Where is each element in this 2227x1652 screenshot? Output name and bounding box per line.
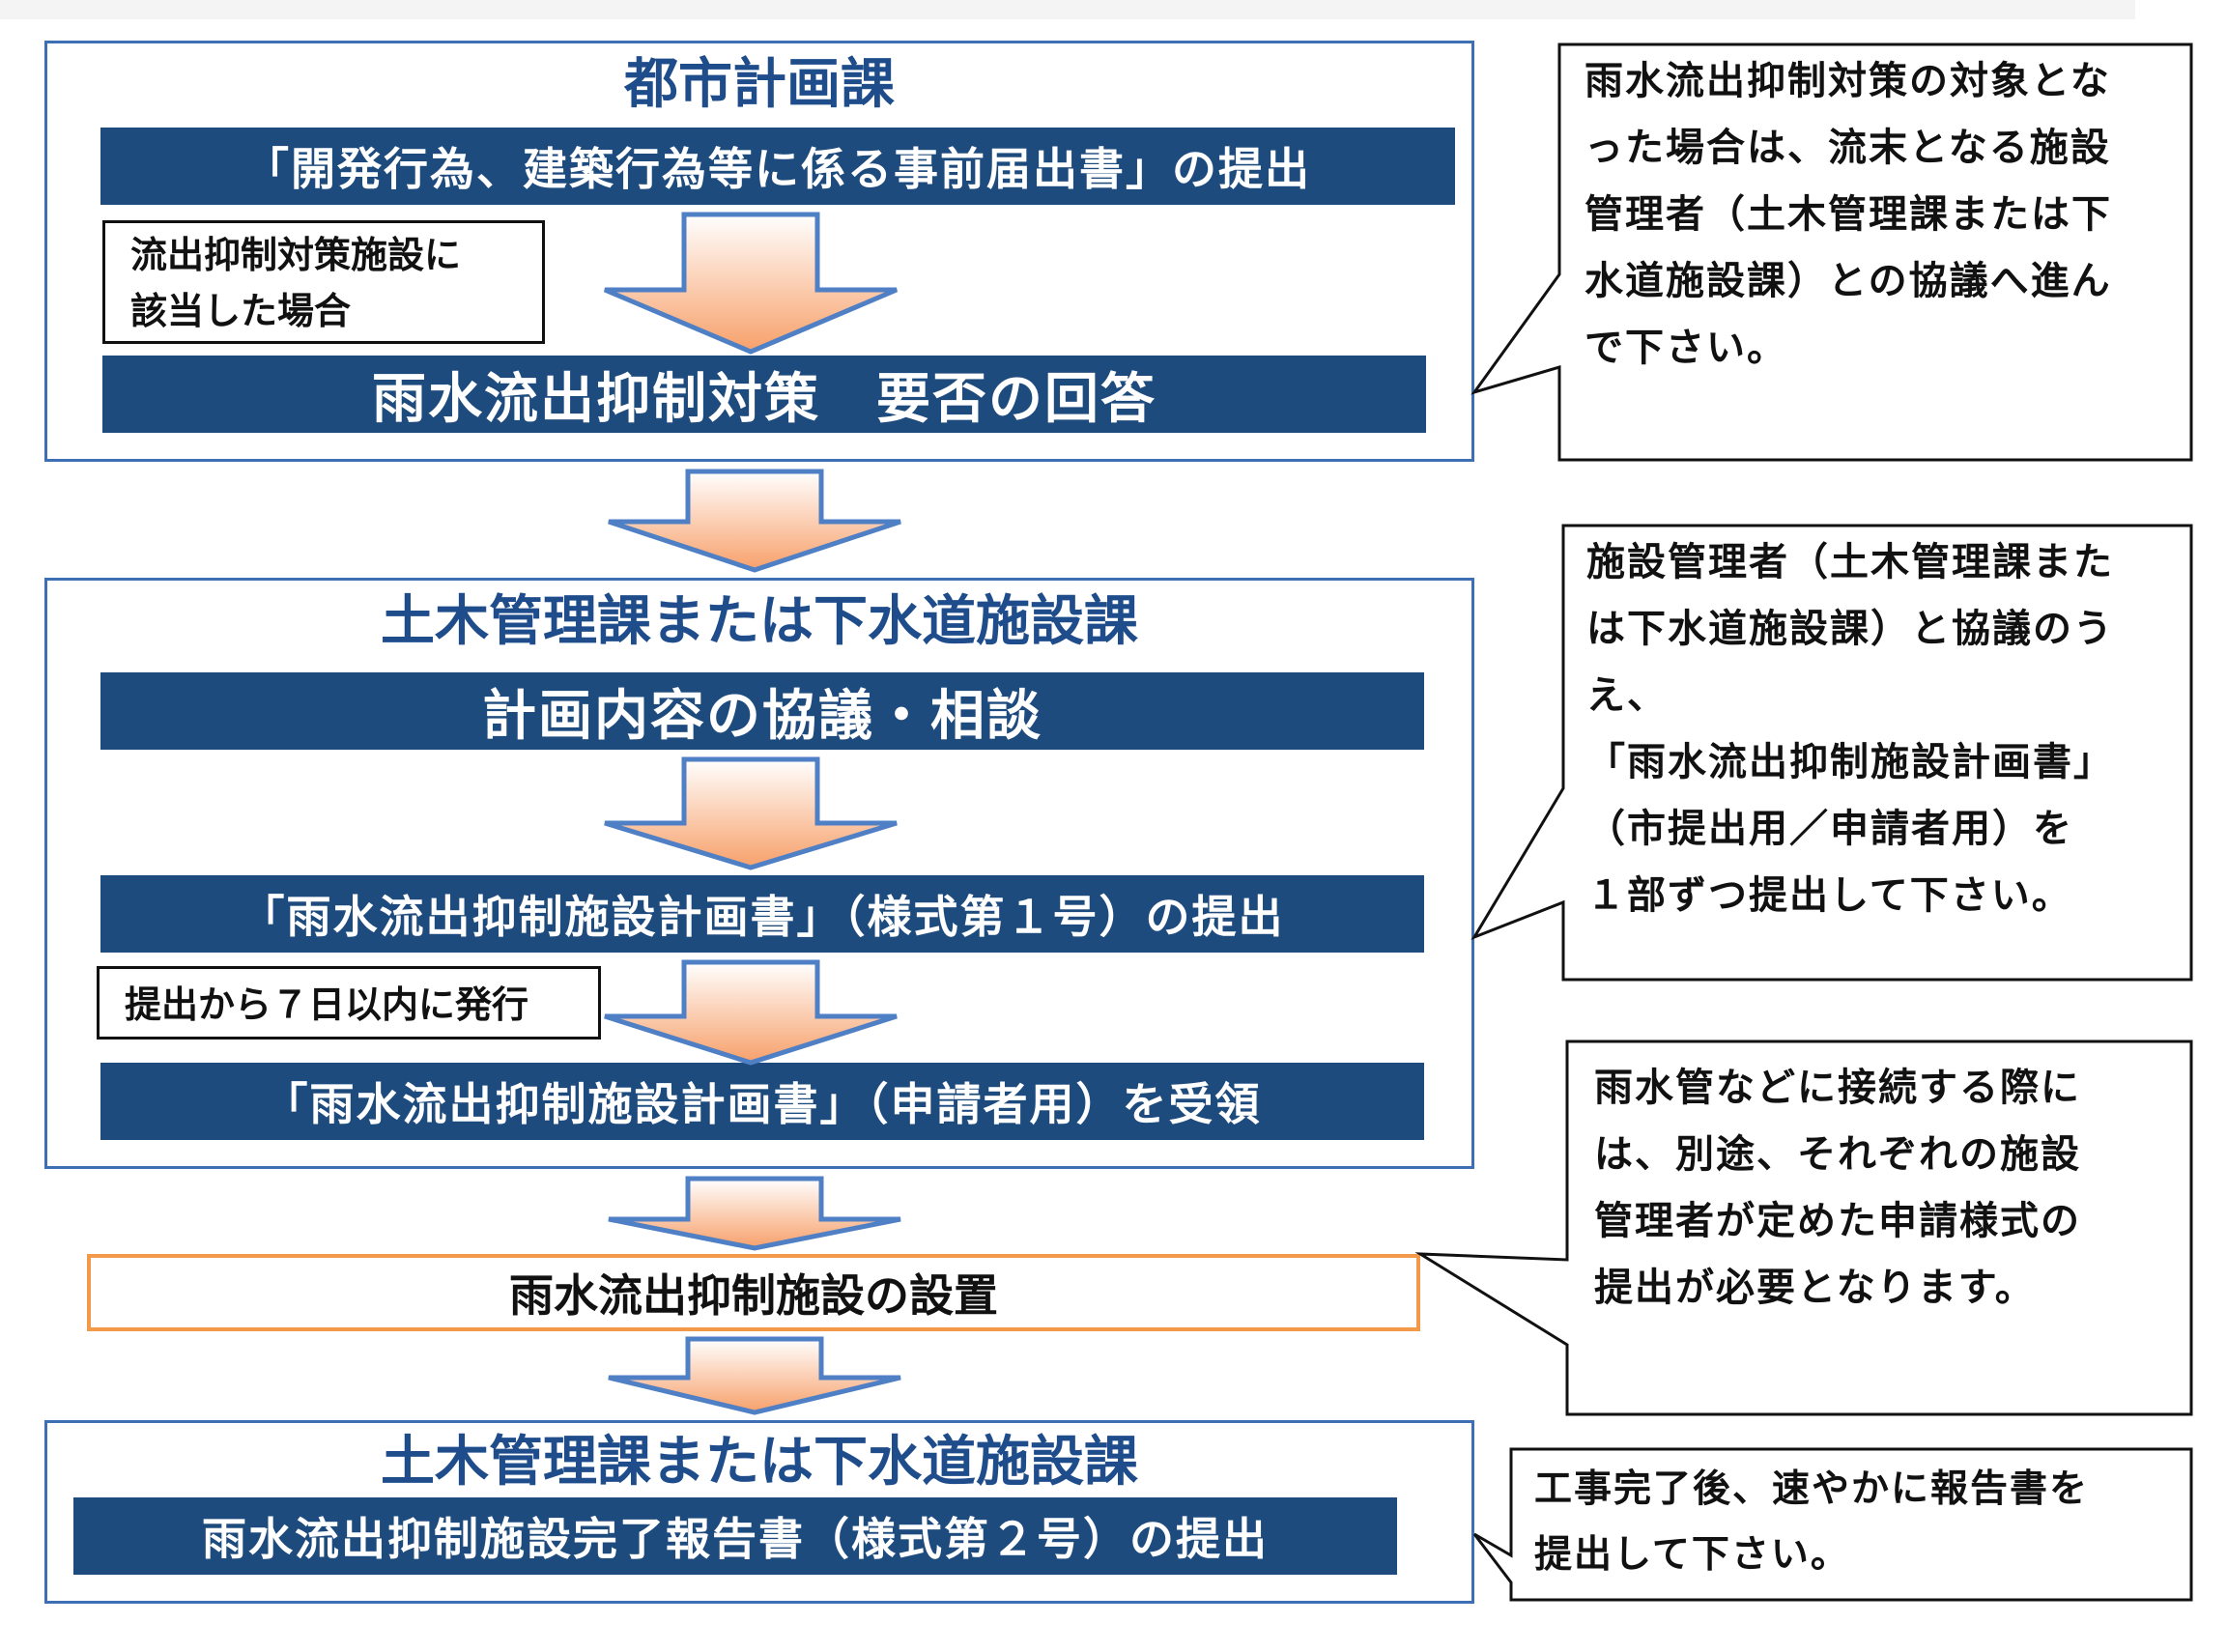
step-consultation: 計画内容の協議・相談	[100, 672, 1424, 750]
down-arrow-icon	[604, 959, 898, 1066]
callout1-line: 水道施設課）との協議へ進ん	[1585, 259, 2112, 303]
section3-title: 土木管理課または下水道施設課	[381, 1431, 1138, 1494]
callout3-line: は、別途、それぞれの施設	[1594, 1132, 2081, 1177]
condition-label-issue-7days: 提出から７日以内に発行	[97, 966, 601, 1040]
callout-balloon-2	[1470, 524, 2193, 982]
top-strip	[0, 0, 2135, 19]
section1-title: 都市計画課	[624, 53, 895, 116]
callout2-line: （市提出用／申請者用）を	[1586, 807, 2073, 851]
callout3-line: 雨水管などに接続する際に	[1594, 1066, 2081, 1110]
callout-text-2: 施設管理者（土木管理課また は下水道施設課）と協議のう え、 「雨水流出抑制施設…	[1586, 529, 2185, 929]
condition-line-2: 該当した場合	[130, 290, 352, 332]
down-arrow-icon	[608, 1176, 901, 1251]
step-completion-report: 雨水流出抑制施設完了報告書（様式第２号）の提出	[73, 1497, 1397, 1575]
callout4-line: 工事完了後、速やかに報告書を	[1534, 1467, 2090, 1511]
callout3-line: 管理者が定めた申請様式の	[1594, 1199, 2081, 1243]
down-arrow-icon	[608, 469, 901, 573]
down-arrow-icon	[604, 756, 898, 870]
callout-balloon-4	[1472, 1447, 2193, 1602]
callout2-line: １部ずつ提出して下さい。	[1586, 873, 2072, 918]
callout1-line: で下さい。	[1585, 326, 1787, 370]
callout-balloon-3	[1414, 1040, 2193, 1416]
callout4-line: 提出して下さい。	[1534, 1533, 1850, 1577]
callout1-line: 雨水流出抑制対策の対象とな	[1585, 59, 2111, 103]
down-arrow-icon	[604, 212, 898, 355]
condition-label-applicable: 流出抑制対策施設に 該当した場合	[102, 220, 545, 344]
callout-text-4: 工事完了後、速やかに報告書を 提出して下さい。	[1534, 1457, 2187, 1588]
callout-text-1: 雨水流出抑制対策の対象とな った場合は、流末となる施設 管理者（土木管理課または…	[1585, 48, 2184, 382]
callout2-line: え、	[1586, 673, 1668, 718]
step-installation: 雨水流出抑制施設の設置	[87, 1254, 1420, 1331]
step-necessity-answer: 雨水流出抑制対策 要否の回答	[102, 356, 1426, 433]
condition-line-1: 流出抑制対策施設に	[130, 234, 462, 276]
step-plan-submission: 「雨水流出抑制施設計画書」（様式第１号）の提出	[100, 875, 1424, 953]
callout2-line: は下水道施設課）と協議のう	[1586, 607, 2114, 651]
callout3-line: 提出が必要となります。	[1594, 1266, 2036, 1310]
callout1-line: 管理者（土木管理課または下	[1585, 192, 2112, 237]
callout1-line: った場合は、流末となる施設	[1585, 126, 2111, 170]
callout-text-3: 雨水管などに接続する際に は、別途、それぞれの施設 管理者が定めた申請様式の 提…	[1594, 1055, 2184, 1322]
step-plan-receipt: 「雨水流出抑制施設計画書」（申請者用）を受領	[100, 1063, 1424, 1140]
callout2-line: 「雨水流出抑制施設計画書」	[1586, 740, 2114, 784]
callout-balloon-1	[1470, 43, 2193, 462]
section2-title: 土木管理課または下水道施設課	[381, 590, 1138, 653]
down-arrow-icon	[608, 1336, 901, 1415]
callout2-line: 施設管理者（土木管理課また	[1586, 540, 2114, 584]
step-prior-notification: 「開発行為、建築行為等に係る事前届出書」の提出	[100, 128, 1455, 205]
